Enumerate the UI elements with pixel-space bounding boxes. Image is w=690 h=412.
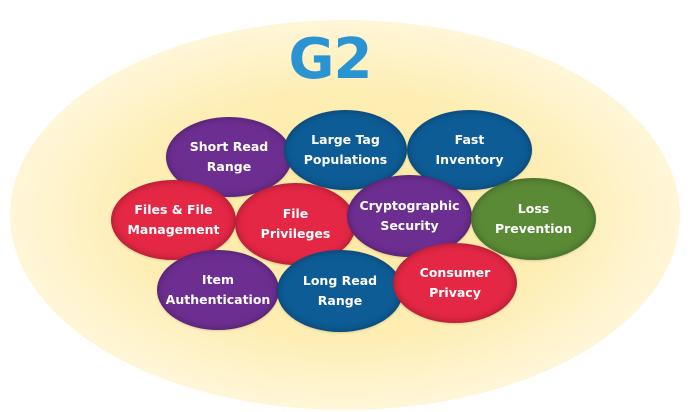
bubble-files-file-management: Files & File Management	[111, 180, 236, 260]
bubble-consumer-privacy: Consumer Privacy	[393, 243, 517, 323]
bubble-long-read-range: Long Read Range	[277, 250, 403, 332]
bubble-label: Long Read Range	[302, 273, 378, 308]
diagram-title: G2	[288, 27, 373, 92]
bubble-label: Consumer Privacy	[419, 265, 491, 300]
bubble-label: Files & File Management	[127, 202, 220, 237]
bubble-label: Large Tag Populations	[303, 132, 388, 167]
bubble-label: Short Read Range	[189, 139, 269, 174]
bubble-item-authentication: Item Authentication	[157, 250, 279, 330]
bubble-fast-inventory: Fast Inventory	[407, 110, 532, 190]
bubble-loss-prevention: Loss Prevention	[471, 178, 596, 260]
bubble-label: Fast Inventory	[435, 132, 504, 167]
bubble-label: File Privileges	[260, 206, 331, 241]
bubble-label: Loss Prevention	[494, 201, 573, 236]
bubble-label: Cryptographic Security	[359, 198, 460, 233]
bubble-label: Item Authentication	[165, 272, 271, 307]
